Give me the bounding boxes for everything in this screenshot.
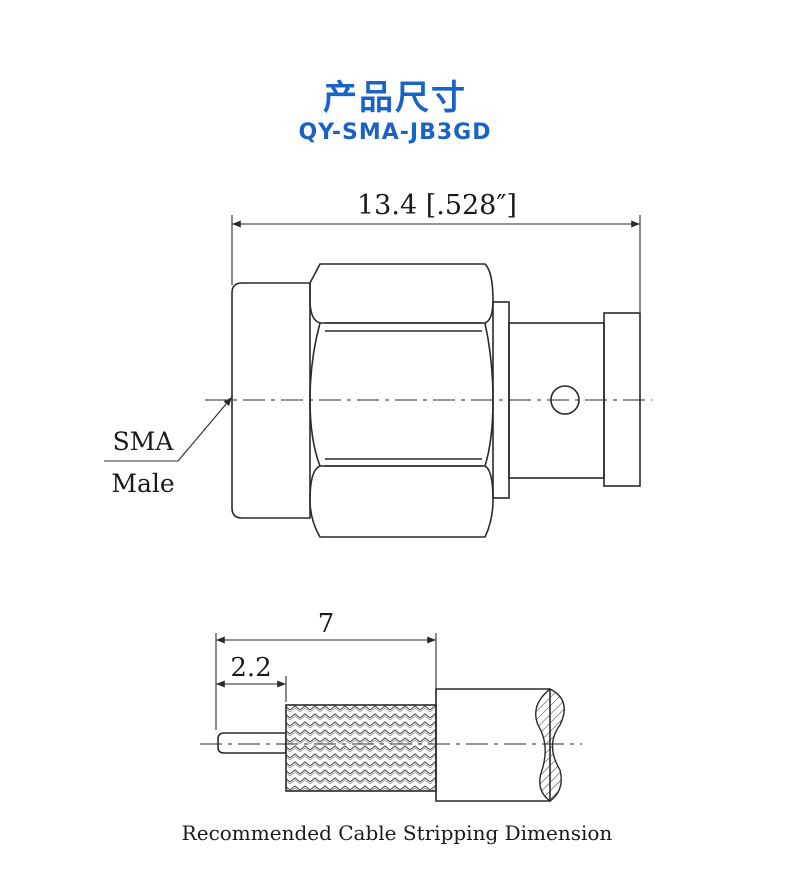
- pin-strip-label: 2.2: [230, 653, 271, 683]
- stripping-drawing: [200, 633, 582, 802]
- model-number: QY-SMA-JB3GD: [298, 120, 492, 145]
- cable-jacket: [435, 688, 551, 802]
- hex-nut-bottom: [309, 465, 494, 538]
- center-conductor: [217, 732, 287, 754]
- connector-body: [104, 215, 652, 538]
- page-title: 产品尺寸: [323, 78, 467, 118]
- hex-nut-middle: [309, 322, 494, 467]
- overall-length-label: 13.4 [.528″]: [357, 190, 517, 221]
- braid-shield: [285, 704, 437, 792]
- male-label: Male: [111, 469, 174, 498]
- sma-label: SMA: [113, 427, 175, 456]
- jacket-cut-section: [535, 688, 565, 802]
- label-leader: [177, 396, 233, 462]
- front-shell: [231, 282, 311, 519]
- hex-nut-top: [309, 263, 494, 324]
- total-strip-label: 7: [318, 609, 335, 639]
- drawing-caption: Recommended Cable Stripping Dimension: [182, 821, 613, 845]
